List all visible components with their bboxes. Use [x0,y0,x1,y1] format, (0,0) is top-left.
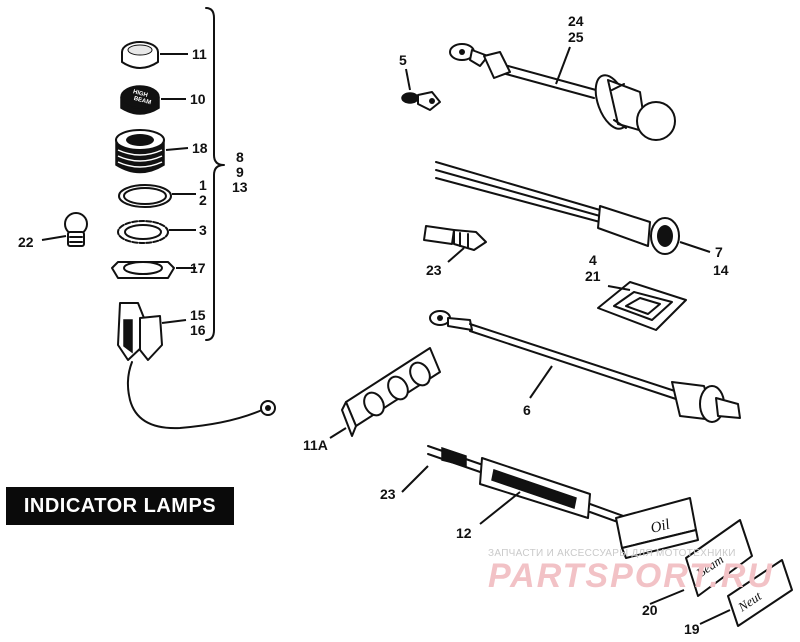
part-12-switch-housing: Oil [401,445,699,559]
part-17-nut [111,261,196,279]
callout-5: 5 [399,52,407,68]
part-10-high-beam-cap: HIGH BEAM [120,85,186,115]
part-4-21-lens-plate [597,281,687,331]
callout-17: 17 [190,260,206,276]
part-1-2-washer [118,184,196,208]
part-19-neutral-lens: Neut [699,559,793,627]
callout-23-upper: 23 [426,262,442,278]
cap-text-beam: BEAM [133,96,152,106]
callout-14: 14 [713,262,729,278]
callout-23-lower: 23 [380,486,396,502]
callout-7: 7 [715,244,723,260]
part-7-14-wired-socket [435,161,711,255]
part-3-lock-washer [117,220,196,244]
part-6-rod-lamp [429,310,741,423]
callout-11: 11 [192,46,207,62]
part-11a-panel [329,347,441,439]
callout-13: 13 [232,179,248,195]
callout-15: 15 [190,307,206,323]
callout-10: 10 [190,91,206,107]
part-5-terminal [401,68,441,111]
callout-3: 3 [199,222,207,238]
callout-8: 8 [236,149,244,165]
part-24-25-lamp-assembly [449,43,676,141]
watermark-caption: ЗАПЧАСТИ И АКСЕССУАРЫ ДЛЯ МОТОТЕХНИКИ [488,548,736,559]
callout-16: 16 [190,322,206,338]
callout-9: 9 [236,164,244,180]
part-15-16-bulb-holder [117,302,276,430]
callout-18: 18 [192,140,208,156]
part-20-beam-lens: Beam [649,519,753,605]
callout-11a: 11A [303,437,328,453]
callout-12: 12 [456,525,472,541]
part-18-threaded-socket [115,129,189,174]
callout-19: 19 [684,621,700,637]
callout-20: 20 [642,602,658,618]
callout-25: 25 [568,29,584,45]
diagram-title: INDICATOR LAMPS [6,487,234,525]
cap-text-high: HIGH [132,89,148,99]
callout-1: 1 [199,177,207,193]
callout-2: 2 [199,192,207,208]
watermark-brand: PARTSPORT.RU [488,557,774,595]
part-11-cap [121,41,188,69]
callout-21: 21 [585,268,601,284]
callout-4: 4 [589,252,597,268]
callout-6: 6 [523,402,531,418]
group-bracket [205,7,225,341]
watermark: ЗАПЧАСТИ И АКСЕССУАРЫ ДЛЯ МОТОТЕХНИКИ PA… [488,548,788,596]
lens-label-oil: Oil [649,517,671,537]
part-22-bulb [41,212,88,247]
callout-24: 24 [568,13,584,29]
callout-22: 22 [18,234,34,250]
part-23-sleeve-upper [423,225,487,263]
